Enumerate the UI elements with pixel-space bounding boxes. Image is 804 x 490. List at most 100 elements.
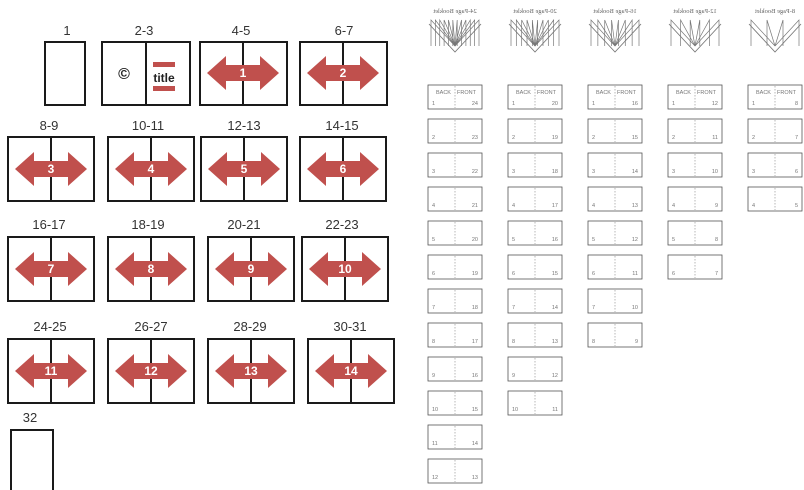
sheet-left-page: 5 xyxy=(432,237,435,243)
booklet-title: 16-Page Booklet xyxy=(593,8,637,15)
sheet-right-page: 9 xyxy=(635,339,638,345)
sheet-left-page: 4 xyxy=(672,203,675,209)
booklet-sheet: 7 10 xyxy=(588,289,642,313)
sheet-left-page: 8 xyxy=(512,339,515,345)
spread-20-21: 9 xyxy=(208,237,294,301)
sheet-left-page: 1 xyxy=(752,101,755,107)
page-label-6-7: 6-7 xyxy=(335,23,354,38)
booklet-sheet: 9 12 xyxy=(508,357,562,381)
header-back: BACK xyxy=(596,90,611,96)
sheet-right-page: 12 xyxy=(632,237,638,243)
booklet-sheet: 7 14 xyxy=(508,289,562,313)
single-page-1 xyxy=(45,42,85,105)
sheet-right-page: 11 xyxy=(632,271,638,277)
sheet-left-page: 5 xyxy=(512,237,515,243)
sheet-right-page: 18 xyxy=(552,169,558,175)
sheet-left-page: 6 xyxy=(672,271,675,277)
sheet-right-page: 13 xyxy=(552,339,558,345)
sheet-right-page: 16 xyxy=(632,101,638,107)
sheet-right-page: 24 xyxy=(472,101,478,107)
spread-4-5: 1 xyxy=(200,42,287,105)
spread-number-14: 14 xyxy=(344,364,358,378)
header-front: FRONT xyxy=(537,90,557,96)
sheet-right-page: 19 xyxy=(472,271,478,277)
page-label-26-27: 26-27 xyxy=(134,319,167,334)
sheet-right-page: 16 xyxy=(472,373,478,379)
sheet-right-page: 14 xyxy=(552,305,558,311)
sheet-right-page: 5 xyxy=(795,203,798,209)
sheet-left-page: 9 xyxy=(512,373,515,379)
spread-24-25: 11 xyxy=(8,339,94,403)
sheet-left-page: 2 xyxy=(512,135,515,141)
sheet-left-page: 4 xyxy=(592,203,595,209)
sheet-right-page: 7 xyxy=(715,271,718,277)
spread-10-11: 4 xyxy=(108,137,194,201)
spread-8-9: 3 xyxy=(8,137,94,201)
copyright-symbol: © xyxy=(118,66,130,83)
booklet-sheet: 5 16 xyxy=(508,221,562,245)
sheet-right-page: 11 xyxy=(552,407,558,413)
page-label-32: 32 xyxy=(23,410,37,425)
page-label-8-9: 8-9 xyxy=(40,118,59,133)
sheet-right-page: 16 xyxy=(552,237,558,243)
sheet-left-page: 7 xyxy=(592,305,595,311)
page-label-1: 1 xyxy=(63,23,70,38)
header-back: BACK xyxy=(676,90,691,96)
sheet-left-page: 1 xyxy=(592,101,595,107)
sheet-right-page: 8 xyxy=(715,237,718,243)
spread-16-17: 7 xyxy=(8,237,94,301)
spread-28-29: 13 xyxy=(208,339,294,403)
page-label-30-31: 30-31 xyxy=(333,319,366,334)
booklet-title: 24-Page Booklet xyxy=(433,8,477,15)
sheet-left-page: 3 xyxy=(672,169,675,175)
spread-30-31: 14 xyxy=(308,339,394,403)
booklet-sheet: 3 18 xyxy=(508,153,562,177)
title-bar-top xyxy=(153,62,175,67)
spread-number-8: 8 xyxy=(148,262,155,276)
sheet-right-page: 10 xyxy=(712,169,718,175)
booklet-sheet: 7 18 xyxy=(428,289,482,313)
page-label-12-13: 12-13 xyxy=(227,118,260,133)
sheet-left-page: 10 xyxy=(432,407,438,413)
spread-22-23: 10 xyxy=(302,237,388,301)
header-front: FRONT xyxy=(697,90,717,96)
sheet-left-page: 9 xyxy=(432,373,435,379)
page-label-4-5: 4-5 xyxy=(232,23,251,38)
sheet-right-page: 22 xyxy=(472,169,478,175)
spread-26-27: 12 xyxy=(108,339,194,403)
sheet-left-page: 12 xyxy=(432,475,438,481)
sheet-left-page: 3 xyxy=(512,169,515,175)
spread-18-19: 8 xyxy=(108,237,194,301)
sheet-left-page: 7 xyxy=(432,305,435,311)
sheet-left-page: 4 xyxy=(432,203,435,209)
sheet-left-page: 1 xyxy=(512,101,515,107)
sheet-right-page: 10 xyxy=(632,305,638,311)
spread-number-12: 12 xyxy=(144,364,158,378)
sheet-left-page: 1 xyxy=(672,101,675,107)
page-label-14-15: 14-15 xyxy=(325,118,358,133)
booklet-title: 8-Page Booklet xyxy=(755,8,795,15)
sheet-right-page: 18 xyxy=(472,305,478,311)
spread-14-15: 6 xyxy=(300,137,386,201)
sheet-right-page: 12 xyxy=(552,373,558,379)
page-label-20-21: 20-21 xyxy=(227,217,260,232)
page-label-10-11: 10-11 xyxy=(132,118,164,133)
header-front: FRONT xyxy=(617,90,637,96)
sheet-left-page: 6 xyxy=(512,271,515,277)
booklet-title: 20-Page Booklet xyxy=(513,8,557,15)
sheet-left-page: 7 xyxy=(512,305,515,311)
sheet-right-page: 14 xyxy=(472,441,478,447)
